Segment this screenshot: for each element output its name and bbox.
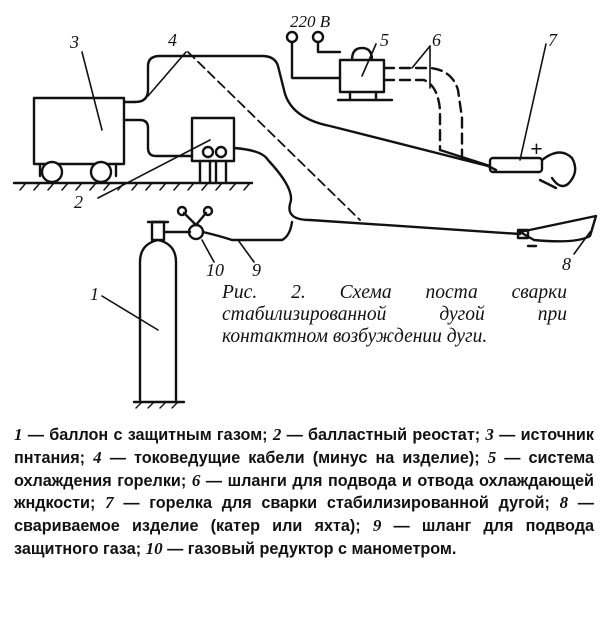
plus-sign: + <box>530 136 543 161</box>
legend-item-1: 1 — баллон с защитным газом; <box>14 425 273 444</box>
welding-torch <box>486 151 577 190</box>
label-10: 10 <box>206 260 224 280</box>
power-source <box>32 96 137 184</box>
cooling-hoses <box>382 66 492 168</box>
legend-item-7: 7 — горелка для сварки стабилизированной… <box>105 493 560 513</box>
legend-item-9: 9 — шланг для подвода защитного газа; <box>14 516 594 558</box>
label-6: 6 <box>432 30 441 50</box>
leader-dashed <box>187 51 361 221</box>
legend: 1 — баллон с защитным газом; 2 — балласт… <box>14 424 594 561</box>
label-9: 9 <box>252 260 261 280</box>
figure-caption: Рис. 2. Схема поста сварки стабилизирова… <box>222 282 567 347</box>
legend-item-5: 5 — система охлаждения горелки; <box>14 447 594 490</box>
label-8: 8 <box>562 254 571 274</box>
label-5: 5 <box>380 30 389 50</box>
legend-item-4: 4 — токоведущие кабели (минус на изделие… <box>93 447 488 467</box>
label-2: 2 <box>74 192 83 212</box>
voltage-label: 220 В <box>290 12 331 31</box>
workpiece <box>516 214 598 248</box>
label-4: 4 <box>168 30 177 50</box>
gas-cylinder <box>132 220 186 409</box>
gas-reducer <box>162 205 294 242</box>
legend-item-8: 8 — свариваемое изделие (катер или яхта)… <box>14 493 594 536</box>
ballast-rheostat <box>190 116 236 185</box>
current-cables <box>122 54 522 236</box>
leader-lines <box>81 43 591 331</box>
label-7: 7 <box>548 30 558 50</box>
label-3: 3 <box>69 32 79 52</box>
welding-station-diagram: 220 В 1 2 3 4 5 6 7 8 9 10 + <box>12 12 598 409</box>
legend-item-6: 6 — шланги для подвода и отвода охлаждаю… <box>14 470 595 513</box>
label-1: 1 <box>90 284 99 304</box>
legend-item-10: 10 — газовый редуктор с манометром. <box>145 538 457 558</box>
legend-item-2: 2 — балластный реостат; <box>272 425 486 444</box>
legend-item-3: 3 — источник пнтания; <box>14 425 594 467</box>
cooling-unit <box>285 30 394 102</box>
